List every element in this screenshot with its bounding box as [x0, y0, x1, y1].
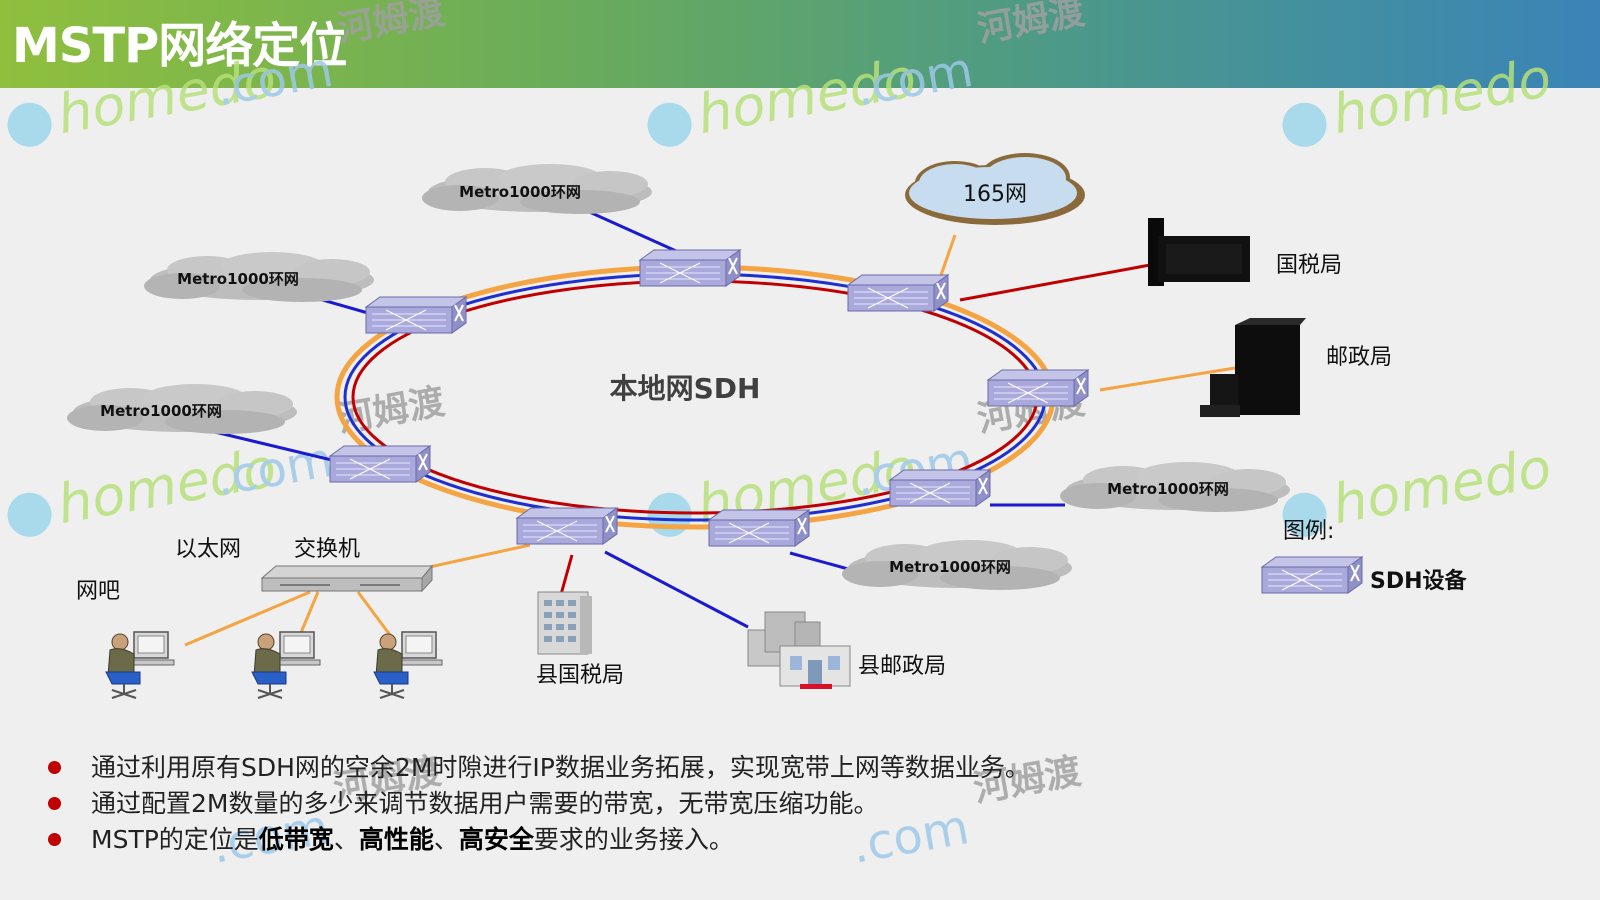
bullet-dot-icon: [48, 832, 61, 846]
legend-title: 图例:: [1283, 519, 1334, 544]
watermark-brand: homedo: [1328, 436, 1556, 536]
sdh-device-bottom-right: [889, 469, 991, 507]
title-banner: MSTP网络定位: [0, 0, 1600, 88]
cloud-metro-right: Metro1000环网: [1060, 462, 1290, 512]
tower-pc-icon: [1200, 318, 1306, 417]
xian-youzheng-label: 县邮政局: [858, 654, 946, 679]
link-xian-guoshui: [558, 554, 574, 599]
link-guoshui: [959, 263, 1151, 302]
cloud-165: 165网: [905, 153, 1085, 225]
watermark-cn: 河姆渡: [974, 0, 1087, 51]
ring-label: 本地网SDH: [610, 372, 761, 405]
sdh-device-top-right: [847, 274, 949, 312]
watermark-cn: 河姆渡: [334, 0, 447, 51]
link-xian-youzheng: [604, 550, 749, 629]
sdh-device-left-top: [365, 296, 467, 334]
legend-sdh-label: SDH设备: [1370, 568, 1468, 594]
svg-text:Metro1000环网: Metro1000环网: [100, 402, 222, 420]
svg-text:Metro1000环网: Metro1000环网: [889, 558, 1011, 576]
svg-text:Metro1000环网: Metro1000环网: [1107, 480, 1229, 498]
bullet-text: MSTP的定位是: [91, 825, 259, 854]
bullet-item: 通过配置2M数量的多少来调节数据用户需要的带宽，无带宽压缩功能。: [48, 784, 1030, 820]
sdh-device-left: [329, 445, 431, 483]
office-building-icon: [537, 591, 592, 655]
link-youzheng: [1099, 366, 1236, 392]
xian-guoshui-label: 县国税局: [536, 663, 624, 688]
bullet-text: 通过配置2M数量的多少来调节数据用户需要的带宽，无带宽压缩功能。: [91, 789, 879, 818]
bullet-item: MSTP的定位是低带宽、高性能、高安全要求的业务接入。: [48, 820, 1030, 856]
link-165: [938, 234, 957, 279]
sdh-device-bottom: [708, 509, 810, 547]
bullet-emphasis: 高安全: [458, 825, 534, 854]
bullet-text: 、: [433, 825, 459, 854]
cloud-metro-left-top: Metro1000环网: [144, 252, 374, 302]
link-metro-top: [584, 208, 686, 257]
bullet-emphasis: 高性能: [358, 825, 434, 854]
watermark-layer: homedo .com 河姆渡 homedo .com 河姆渡 homedo h…: [7, 0, 1556, 875]
bullet-emphasis: 低带宽: [258, 825, 334, 854]
sdh-device-bottom-left: [516, 507, 618, 545]
bullet-dot-icon: [48, 760, 61, 774]
legend-sdh-icon: [1261, 556, 1363, 594]
user-workstation-icon: [251, 631, 321, 699]
link-metro-left: [214, 430, 341, 464]
bullet-text: 通过利用原有SDH网的空余2M时隙进行IP数据业务拓展，实现宽带上网等数据业务。: [91, 753, 1030, 782]
guoshui-label: 国税局: [1276, 253, 1342, 278]
switch-label: 交换机: [294, 537, 360, 562]
svg-text:Metro1000环网: Metro1000环网: [177, 270, 299, 288]
watermark-brand: homedo: [1328, 46, 1556, 146]
post-office-building-icon: [747, 611, 851, 689]
bullet-text: 、: [333, 825, 359, 854]
link-switch: [424, 543, 531, 570]
user-workstation-icon: [373, 631, 443, 699]
bullet-dot-icon: [48, 796, 61, 810]
link-pc2: [298, 591, 320, 636]
bullet-list: 通过利用原有SDH网的空余2M时隙进行IP数据业务拓展，实现宽带上网等数据业务。…: [48, 748, 1030, 856]
sdh-device-top: [639, 249, 741, 287]
page-title: MSTP网络定位: [12, 18, 347, 74]
bullet-item: 通过利用原有SDH网的空余2M时隙进行IP数据业务拓展，实现宽带上网等数据业务。: [48, 748, 1030, 784]
ethernet-switch-icon: [260, 564, 434, 593]
server-icon: [1148, 218, 1250, 286]
svg-text:165网: 165网: [963, 182, 1027, 207]
cloud-metro-bottom: Metro1000环网: [842, 540, 1072, 590]
link-pc1: [184, 590, 311, 647]
bullet-text: 要求的业务接入。: [533, 825, 734, 854]
user-workstation-icon: [105, 631, 175, 699]
network-links: [184, 208, 1236, 647]
ethernet-label: 以太网: [175, 537, 241, 562]
svg-text:Metro1000环网: Metro1000环网: [459, 183, 581, 201]
sdh-device-right: [987, 369, 1089, 407]
link-pc3: [356, 591, 392, 636]
netbar-label: 网吧: [76, 579, 120, 604]
youzheng-label: 邮政局: [1326, 345, 1392, 370]
cloud-metro-top: Metro1000环网: [422, 164, 652, 214]
cloud-metro-left: Metro1000环网: [67, 384, 297, 434]
